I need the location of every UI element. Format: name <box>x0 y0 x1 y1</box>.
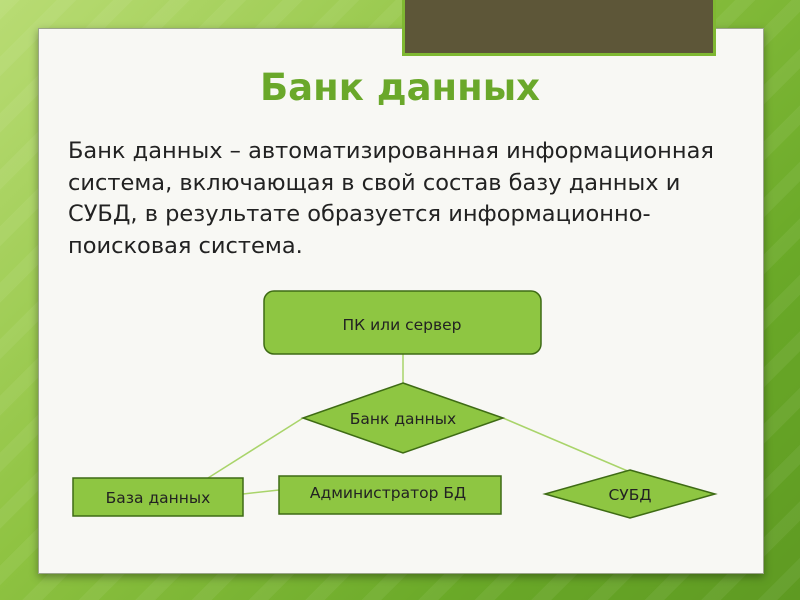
node-pc-server: ПК или сервер <box>263 290 542 355</box>
edge-bank-db <box>207 417 304 479</box>
edge-db-admin <box>242 489 280 495</box>
node-pc-server-label: ПК или сервер <box>343 316 462 334</box>
slide-title: Банк данных <box>259 66 541 109</box>
node-data-bank: Банк данных <box>300 382 506 454</box>
node-db-admin: Администратор БД <box>278 475 502 515</box>
node-db-admin-label: Администратор БД <box>310 484 466 502</box>
node-data-bank-label: Банк данных <box>350 410 456 428</box>
definition-text: Банк данных – автоматизированная информа… <box>68 138 714 259</box>
edge-bank-dbms <box>502 417 631 473</box>
decorative-tab <box>402 0 716 56</box>
node-dbms: СУБД <box>542 469 718 519</box>
node-database: База данных <box>72 477 244 517</box>
node-database-label: База данных <box>106 489 211 507</box>
node-dbms-label: СУБД <box>608 486 651 504</box>
